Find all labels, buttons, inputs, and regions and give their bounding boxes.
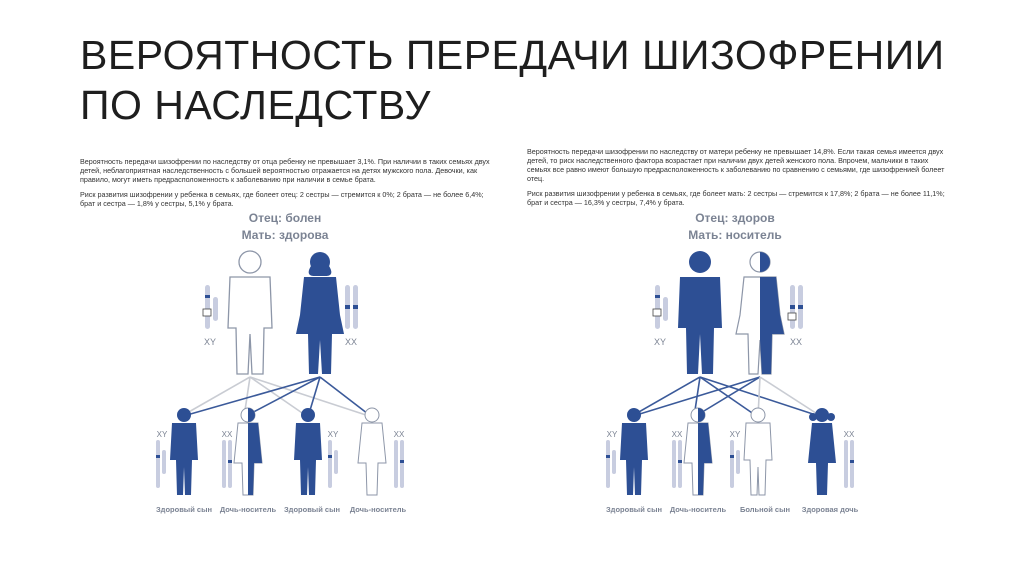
left-child-2-chrom: XX xyxy=(222,430,233,439)
left-father-label: Отец: болен xyxy=(249,211,321,225)
left-child-3-chrom: XY xyxy=(328,430,339,439)
right-child-4-chrom: XX xyxy=(844,430,855,439)
left-child-2: XX xyxy=(222,408,262,495)
left-mother-figure xyxy=(296,252,344,374)
right-child-1-chrom: XY xyxy=(607,430,618,439)
right-text-block: Вероятность передачи шизофрении по насле… xyxy=(527,147,947,213)
right-mother-chrom-label: XX xyxy=(790,337,802,347)
left-father-chromosomes: XY xyxy=(203,285,218,347)
left-mother-label: Мать: здорова xyxy=(242,228,329,242)
right-father-chromosomes: XY xyxy=(653,285,668,347)
left-pedigree-lines xyxy=(180,377,372,417)
right-mother-chromosomes: XX xyxy=(788,285,803,347)
left-child-4: XX xyxy=(358,408,405,495)
right-mother-label: Мать: носитель xyxy=(688,228,781,242)
right-father-figure xyxy=(678,251,722,374)
left-mother-chrom-label: XX xyxy=(345,337,357,347)
right-child-1: XY xyxy=(606,408,648,495)
left-child-3-caption: Здоровый сын xyxy=(284,505,340,514)
right-child-2-caption: Дочь-носитель xyxy=(670,505,727,514)
right-inheritance-diagram: Отец: здоров Мать: носитель XY XX xyxy=(600,205,870,520)
left-father-chrom-label: XY xyxy=(204,337,216,347)
left-mother-chromosomes: XX xyxy=(345,285,358,347)
left-father-figure xyxy=(228,251,272,374)
right-child-4-caption: Здоровая дочь xyxy=(802,505,859,514)
left-child-1-chrom: XY xyxy=(157,430,168,439)
left-child-1: XY xyxy=(156,408,198,495)
right-child-1-caption: Здоровый сын xyxy=(606,505,662,514)
right-child-2-chrom: XX xyxy=(672,430,683,439)
right-father-chrom-label: XY xyxy=(654,337,666,347)
left-child-4-chrom: XX xyxy=(394,430,405,439)
right-paragraph-1: Вероятность передачи шизофрении по насле… xyxy=(527,147,947,183)
right-child-4: XX xyxy=(808,408,855,495)
left-inheritance-diagram: Отец: болен Мать: здорова XY XX xyxy=(150,205,420,520)
left-paragraph-1: Вероятность передачи шизофрении по насле… xyxy=(80,157,500,184)
right-child-2: XX xyxy=(672,408,712,495)
right-child-3: XY xyxy=(730,408,772,495)
right-child-3-caption: Больной сын xyxy=(740,505,790,514)
slide-title: ВЕРОЯТНОСТЬ ПЕРЕДАЧИ ШИЗОФРЕНИИ ПО НАСЛЕ… xyxy=(80,30,960,130)
left-child-1-caption: Здоровый сын xyxy=(156,505,212,514)
left-child-2-caption: Дочь-носитель xyxy=(220,505,277,514)
right-pedigree-lines xyxy=(630,377,822,417)
left-child-4-caption: Дочь-носитель xyxy=(350,505,407,514)
right-child-3-chrom: XY xyxy=(730,430,741,439)
right-father-label: Отец: здоров xyxy=(695,211,775,225)
left-child-3: XY xyxy=(294,408,339,495)
right-mother-figure xyxy=(736,252,784,374)
